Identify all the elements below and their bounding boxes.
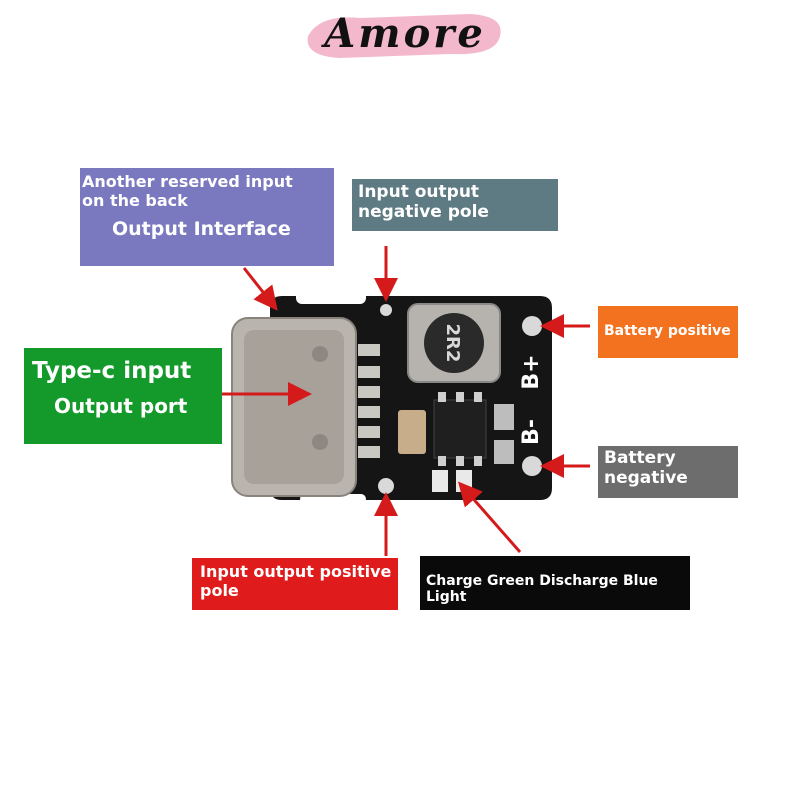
pad-pos-pole [378, 478, 394, 494]
label-led-text: Charge Green Discharge Blue Light [426, 573, 658, 605]
silkscreen-bplus: B+ [519, 354, 544, 389]
label-typec-line2: Output port [54, 394, 188, 418]
label-batt-pos: Battery positive [598, 306, 738, 358]
typec-pins [358, 344, 380, 458]
label-reserved-input-line1: Another reserved input [82, 172, 293, 191]
label-neg-pole: Input output negative pole [352, 179, 558, 231]
pad-bplus [522, 316, 542, 336]
brand-logo: Amore [300, 6, 510, 62]
ic-pins [438, 392, 482, 466]
typec-rivet-bottom [312, 434, 328, 450]
label-led: Charge Green Discharge Blue Light [420, 556, 690, 610]
pcb-notch-top [296, 290, 366, 304]
typec-connector-inner [244, 330, 344, 484]
label-pos-pole-line2: pole [200, 581, 239, 600]
label-batt-neg-line1: Battery [604, 448, 676, 468]
label-reserved-input: Another reserved input on the back Outpu… [80, 168, 334, 266]
label-pos-pole: Input output positive pole [192, 558, 398, 610]
logo-text: Amore [324, 10, 486, 57]
label-batt-pos-text: Battery positive [604, 323, 731, 339]
label-pos-pole-line1: Input output positive [200, 562, 392, 581]
label-batt-neg-line2: negative [604, 468, 688, 488]
inductor-core [424, 313, 484, 373]
pad-bminus [522, 456, 542, 476]
resistor-2 [494, 440, 514, 464]
led-green [432, 470, 448, 492]
label-batt-neg: Battery negative [598, 446, 738, 498]
label-neg-pole-line1: Input output [358, 182, 480, 202]
typec-rivet-top [312, 346, 328, 362]
arrow-reserved-input [242, 267, 278, 311]
ic-chip [433, 399, 487, 459]
inductor-marking: 2R2 [442, 324, 463, 363]
label-reserved-input-line3: Output Interface [112, 218, 291, 240]
arrow-led [458, 481, 522, 553]
logo-brush-stroke [307, 14, 501, 58]
resistor-1 [494, 404, 514, 430]
capacitor [398, 410, 426, 454]
pad-neg-pole [380, 304, 392, 316]
label-reserved-input-line2: on the back [82, 191, 188, 210]
label-typec-line1: Type-c input [32, 358, 192, 384]
label-typec: Type-c input Output port [24, 348, 222, 444]
label-neg-pole-line2: negative pole [358, 202, 489, 222]
silkscreen-bminus: B- [519, 419, 544, 445]
